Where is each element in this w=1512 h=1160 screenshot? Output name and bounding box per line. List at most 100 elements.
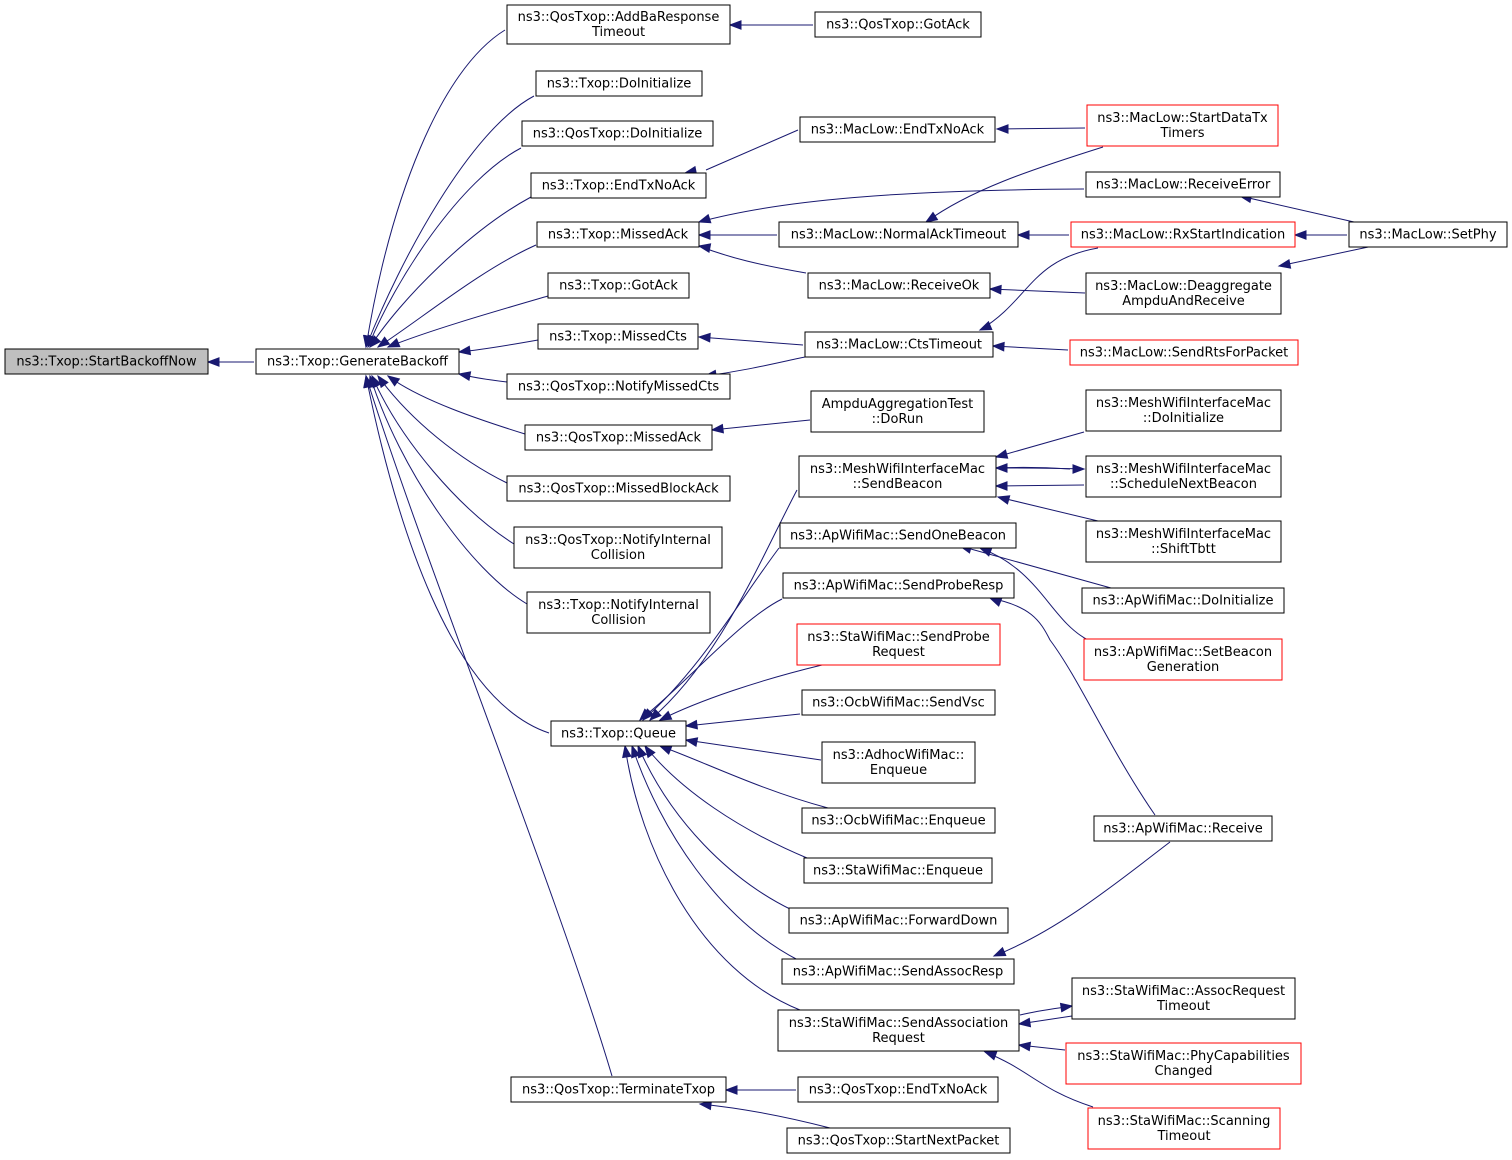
edge-arrowhead — [1017, 1017, 1032, 1028]
call-edge — [368, 374, 528, 605]
node-label: ns3::AdhocWifiMac:: — [833, 748, 965, 763]
node-ampdu-aggregation-test-do-run[interactable]: AmpduAggregationTest::DoRun — [810, 390, 985, 433]
node-box — [506, 475, 731, 502]
edge-line — [365, 375, 613, 1077]
node-txop-end-tx-no-ack[interactable]: ns3::Txop::EndTxNoAck — [530, 172, 707, 199]
edge-line — [979, 547, 1089, 641]
node-box — [537, 323, 699, 350]
node-qos-do-initialize[interactable]: ns3::QosTxop::DoInitialize — [521, 120, 714, 147]
node-qos-terminate-txop[interactable]: ns3::QosTxop::TerminateTxop — [510, 1076, 727, 1103]
edge-line — [644, 745, 808, 859]
node-box — [781, 958, 1015, 985]
node-qos-missed-block-ack[interactable]: ns3::QosTxop::MissedBlockAck — [506, 475, 731, 502]
node-mesh-shift-tbtt[interactable]: ns3::MeshWifiInterfaceMac::ShiftTbtt — [1085, 520, 1282, 563]
node-label: ::DoRun — [872, 412, 924, 427]
node-box — [779, 522, 1017, 549]
node-label: ns3::QosTxop::TerminateTxop — [522, 1083, 715, 1098]
call-edge — [991, 341, 1069, 352]
node-ap-do-initialize[interactable]: ns3::ApWifiMac::DoInitialize — [1081, 587, 1285, 614]
node-box — [524, 424, 713, 451]
node-label: ns3::MeshWifiInterfaceMac — [1096, 527, 1271, 542]
node-box — [506, 373, 731, 400]
edge-arrowhead — [658, 745, 673, 755]
edge-arrowhead — [684, 737, 699, 748]
node-maclow-normal-ack-timeout[interactable]: ns3::MacLow::NormalAckTimeout — [778, 221, 1019, 248]
node-qos-got-ack[interactable]: ns3::QosTxop::GotAck — [814, 11, 982, 38]
node-txop-missed-cts[interactable]: ns3::Txop::MissedCts — [537, 323, 699, 350]
call-edge — [697, 332, 804, 346]
node-maclow-receive-ok[interactable]: ns3::MacLow::ReceiveOk — [807, 272, 991, 299]
node-ap-forward-down[interactable]: ns3::ApWifiMac::ForwardDown — [788, 907, 1009, 934]
edge-line — [925, 146, 1104, 223]
node-txop-got-ack[interactable]: ns3::Txop::GotAck — [547, 272, 690, 299]
node-label: Generation — [1147, 660, 1220, 675]
node-box — [547, 272, 690, 299]
edge-line — [984, 1051, 1094, 1108]
edge-line — [997, 496, 1099, 522]
node-box — [1069, 339, 1299, 366]
node-label: ns3::StaWifiMac::Scanning — [1098, 1114, 1271, 1129]
call-edge — [1019, 1002, 1074, 1016]
edge-arrowhead — [994, 481, 1008, 491]
node-qos-missed-ack[interactable]: ns3::QosTxop::MissedAck — [524, 424, 713, 451]
edge-line — [979, 247, 1099, 331]
edge-arrowhead — [988, 284, 1002, 295]
edge-line — [995, 467, 1085, 470]
node-mesh-send-beacon[interactable]: ns3::MeshWifiInterfaceMac::SendBeacon — [798, 455, 997, 498]
node-qos-end-tx-no-ack[interactable]: ns3::QosTxop::EndTxNoAck — [797, 1076, 999, 1103]
node-box — [803, 857, 993, 884]
edge-arrowhead — [697, 332, 711, 343]
edge-arrowhead — [622, 744, 632, 759]
node-label: Timeout — [1156, 999, 1210, 1014]
node-label: Timeout — [1156, 1129, 1210, 1144]
node-start-backoff-now[interactable]: ns3::Txop::StartBackoffNow — [4, 348, 209, 375]
edge-line — [699, 1103, 831, 1129]
node-maclow-rx-start-indication[interactable]: ns3::MacLow::RxStartIndication — [1070, 221, 1296, 248]
edge-line — [637, 745, 793, 911]
node-ap-send-probe-resp[interactable]: ns3::ApWifiMac::SendProbeResp — [782, 572, 1015, 599]
node-box — [782, 572, 1015, 599]
node-ocb-send-vsc[interactable]: ns3::OcbWifiMac::SendVsc — [801, 689, 996, 716]
node-txop-missed-ack[interactable]: ns3::Txop::MissedAck — [536, 221, 700, 248]
node-txop-do-initialize[interactable]: ns3::Txop::DoInitialize — [535, 70, 703, 97]
call-edge — [724, 1085, 796, 1095]
call-edge — [996, 495, 1099, 522]
node-ocb-enqueue[interactable]: ns3::OcbWifiMac::Enqueue — [801, 807, 996, 834]
node-qos-notify-missed-cts[interactable]: ns3::QosTxop::NotifyMissedCts — [506, 373, 731, 400]
node-maclow-cts-timeout[interactable]: ns3::MacLow::CtsTimeout — [804, 331, 994, 358]
node-ap-send-assoc-resp[interactable]: ns3::ApWifiMac::SendAssocResp — [781, 958, 1015, 985]
node-ap-receive[interactable]: ns3::ApWifiMac::Receive — [1093, 815, 1273, 842]
node-maclow-set-phy[interactable]: ns3::MacLow::SetPhy — [1348, 221, 1508, 248]
node-mesh-schedule-next-beacon[interactable]: ns3::MeshWifiInterfaceMac::ScheduleNextB… — [1085, 455, 1282, 498]
edge-line — [995, 431, 1085, 458]
node-label: ns3::Txop::GotAck — [559, 279, 678, 294]
node-sta-enqueue[interactable]: ns3::StaWifiMac::Enqueue — [803, 857, 993, 884]
node-box — [788, 907, 1009, 934]
node-txop-queue[interactable]: ns3::Txop::Queue — [550, 720, 687, 747]
node-box — [4, 348, 209, 375]
node-adhoc-enqueue[interactable]: ns3::AdhocWifiMac::Enqueue — [821, 741, 976, 784]
node-mesh-do-initialize[interactable]: ns3::MeshWifiInterfaceMac::DoInitialize — [1085, 389, 1282, 432]
node-box — [1086, 104, 1279, 147]
node-label: ns3::StaWifiMac::PhyCapabilities — [1077, 1049, 1290, 1064]
node-box — [797, 1076, 999, 1103]
node-box — [798, 455, 997, 498]
node-generate-backoff[interactable]: ns3::Txop::GenerateBackoff — [255, 348, 460, 375]
node-maclow-receive-error[interactable]: ns3::MacLow::ReceiveError — [1085, 171, 1281, 198]
node-qos-start-next-packet[interactable]: ns3::QosTxop::StartNextPacket — [786, 1127, 1011, 1154]
node-maclow-send-rts-for-packet[interactable]: ns3::MacLow::SendRtsForPacket — [1069, 339, 1299, 366]
node-maclow-end-tx-no-ack[interactable]: ns3::MacLow::EndTxNoAck — [799, 116, 996, 143]
node-box — [801, 807, 996, 834]
node-ap-send-one-beacon[interactable]: ns3::ApWifiMac::SendOneBeacon — [779, 522, 1017, 549]
